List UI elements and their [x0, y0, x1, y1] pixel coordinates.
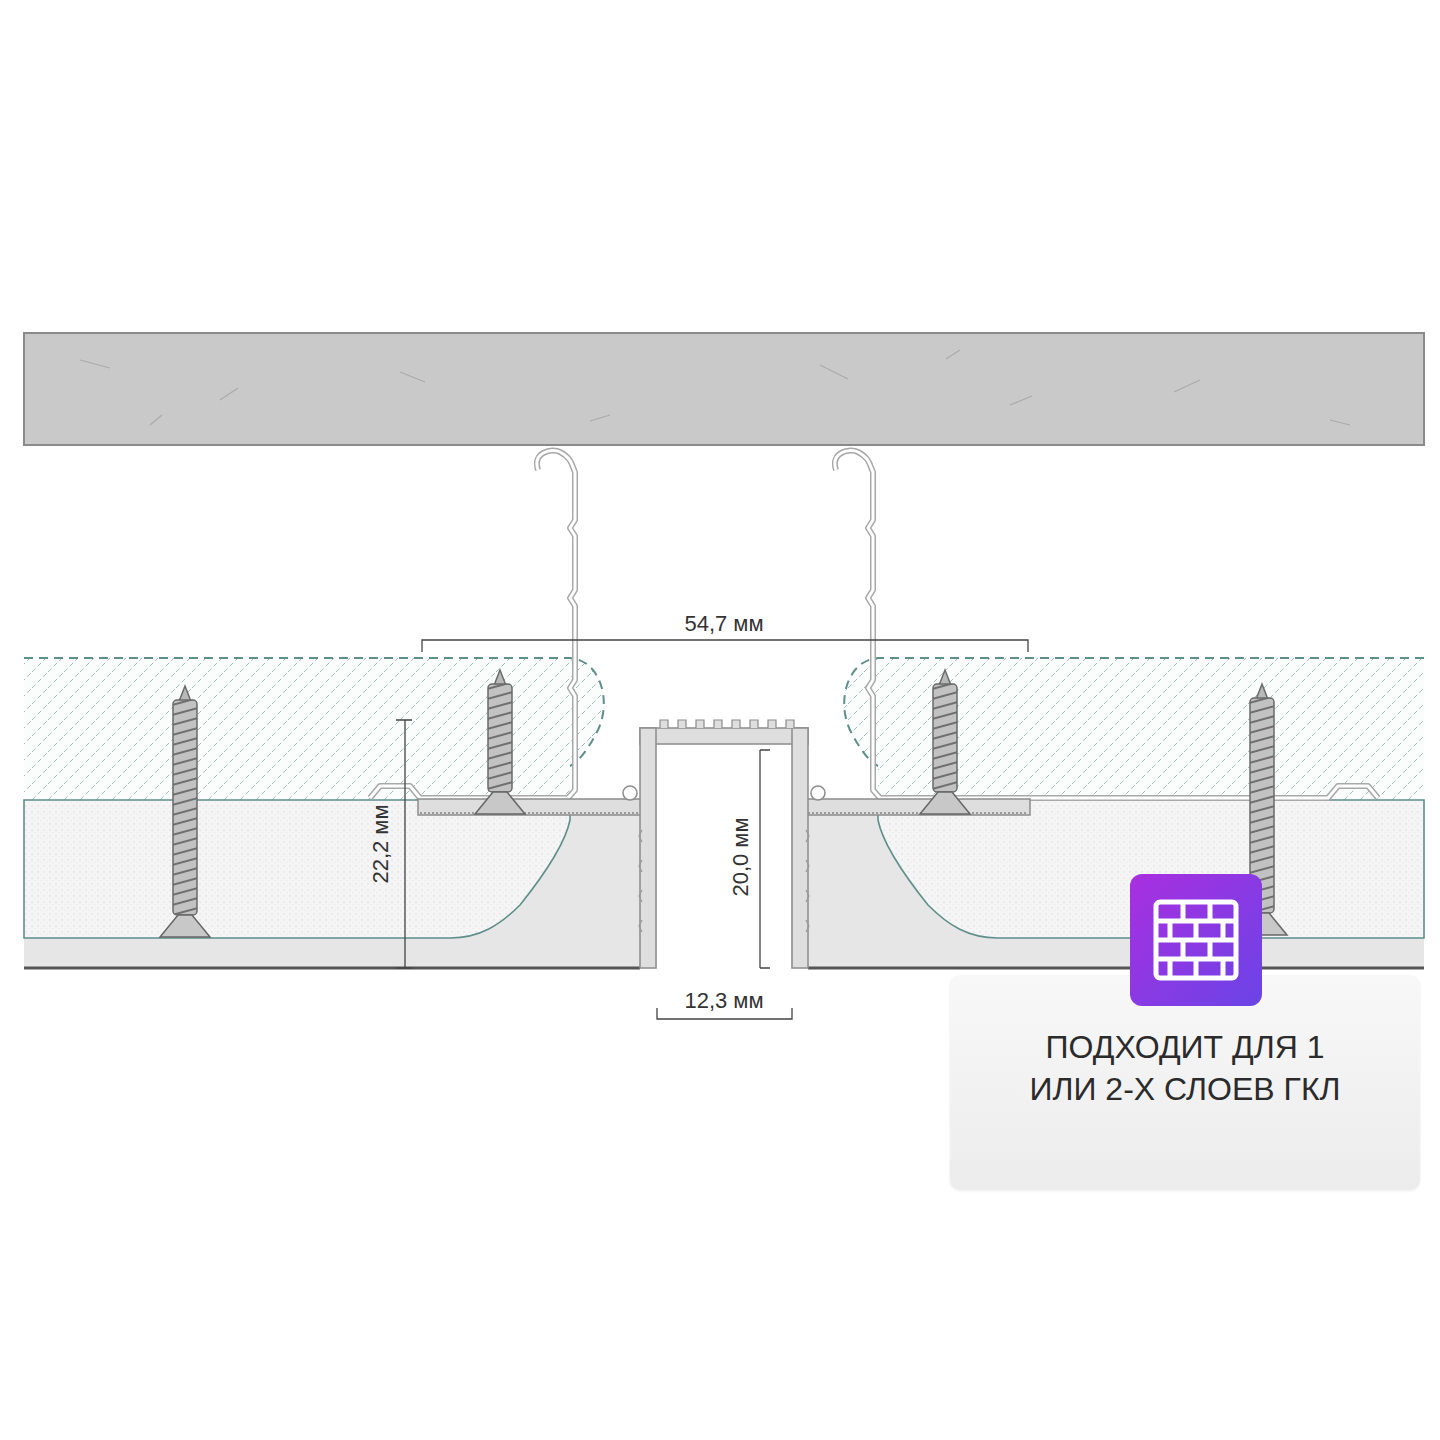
aluminium-profile	[660, 720, 794, 728]
brick-wall-icon	[1130, 874, 1262, 1006]
hanger	[370, 451, 575, 798]
dimension-line	[396, 720, 412, 968]
info-text: ПОДХОДИТ ДЛЯ 1 ИЛИ 2-Х СЛОЕВ ГКЛ	[1015, 1027, 1355, 1110]
hanger	[370, 451, 575, 798]
dimension-line	[760, 750, 770, 968]
aluminium-profile	[792, 728, 808, 968]
screw	[920, 670, 970, 814]
dimension-line	[422, 640, 1028, 652]
concrete-slab	[80, 350, 1350, 425]
aluminium-profile	[640, 728, 656, 968]
hanger	[835, 451, 1378, 798]
dimension-label: 12,3 мм	[684, 988, 763, 1014]
aluminium-profile	[623, 786, 637, 800]
screw	[160, 686, 210, 937]
aluminium-profile	[639, 830, 809, 932]
hanger	[835, 451, 1378, 798]
concrete-slab	[24, 333, 1424, 445]
hanger	[835, 451, 1378, 798]
aluminium-profile	[640, 728, 808, 744]
hanger	[370, 451, 1378, 798]
brick-wall-icon	[1156, 902, 1236, 978]
brick-wall-icon	[1170, 902, 1223, 978]
lower-gypsum-layer	[24, 800, 570, 938]
dimension-line	[396, 640, 1028, 1019]
upper-gypsum-layer	[24, 658, 604, 766]
dimension-label: 20,0 мм	[728, 817, 754, 896]
upper-gypsum-layer	[844, 658, 1424, 766]
info-panel: ПОДХОДИТ ДЛЯ 1 ИЛИ 2-Х СЛОЕВ ГКЛ	[950, 975, 1420, 1190]
upper-gypsum-layer	[844, 658, 1424, 800]
dimension-label: 22,2 мм	[368, 804, 394, 883]
aluminium-profile	[811, 786, 825, 800]
dimension-label: 54,7 мм	[684, 611, 763, 637]
brick-wall-icon	[1156, 902, 1236, 978]
screw	[475, 670, 525, 814]
aluminium-profile	[657, 745, 791, 968]
hanger	[370, 451, 575, 798]
brick-wall-icon	[1128, 872, 1264, 1008]
screw	[160, 670, 1287, 937]
upper-gypsum-layer	[24, 658, 604, 800]
concrete-slab	[24, 333, 1424, 445]
